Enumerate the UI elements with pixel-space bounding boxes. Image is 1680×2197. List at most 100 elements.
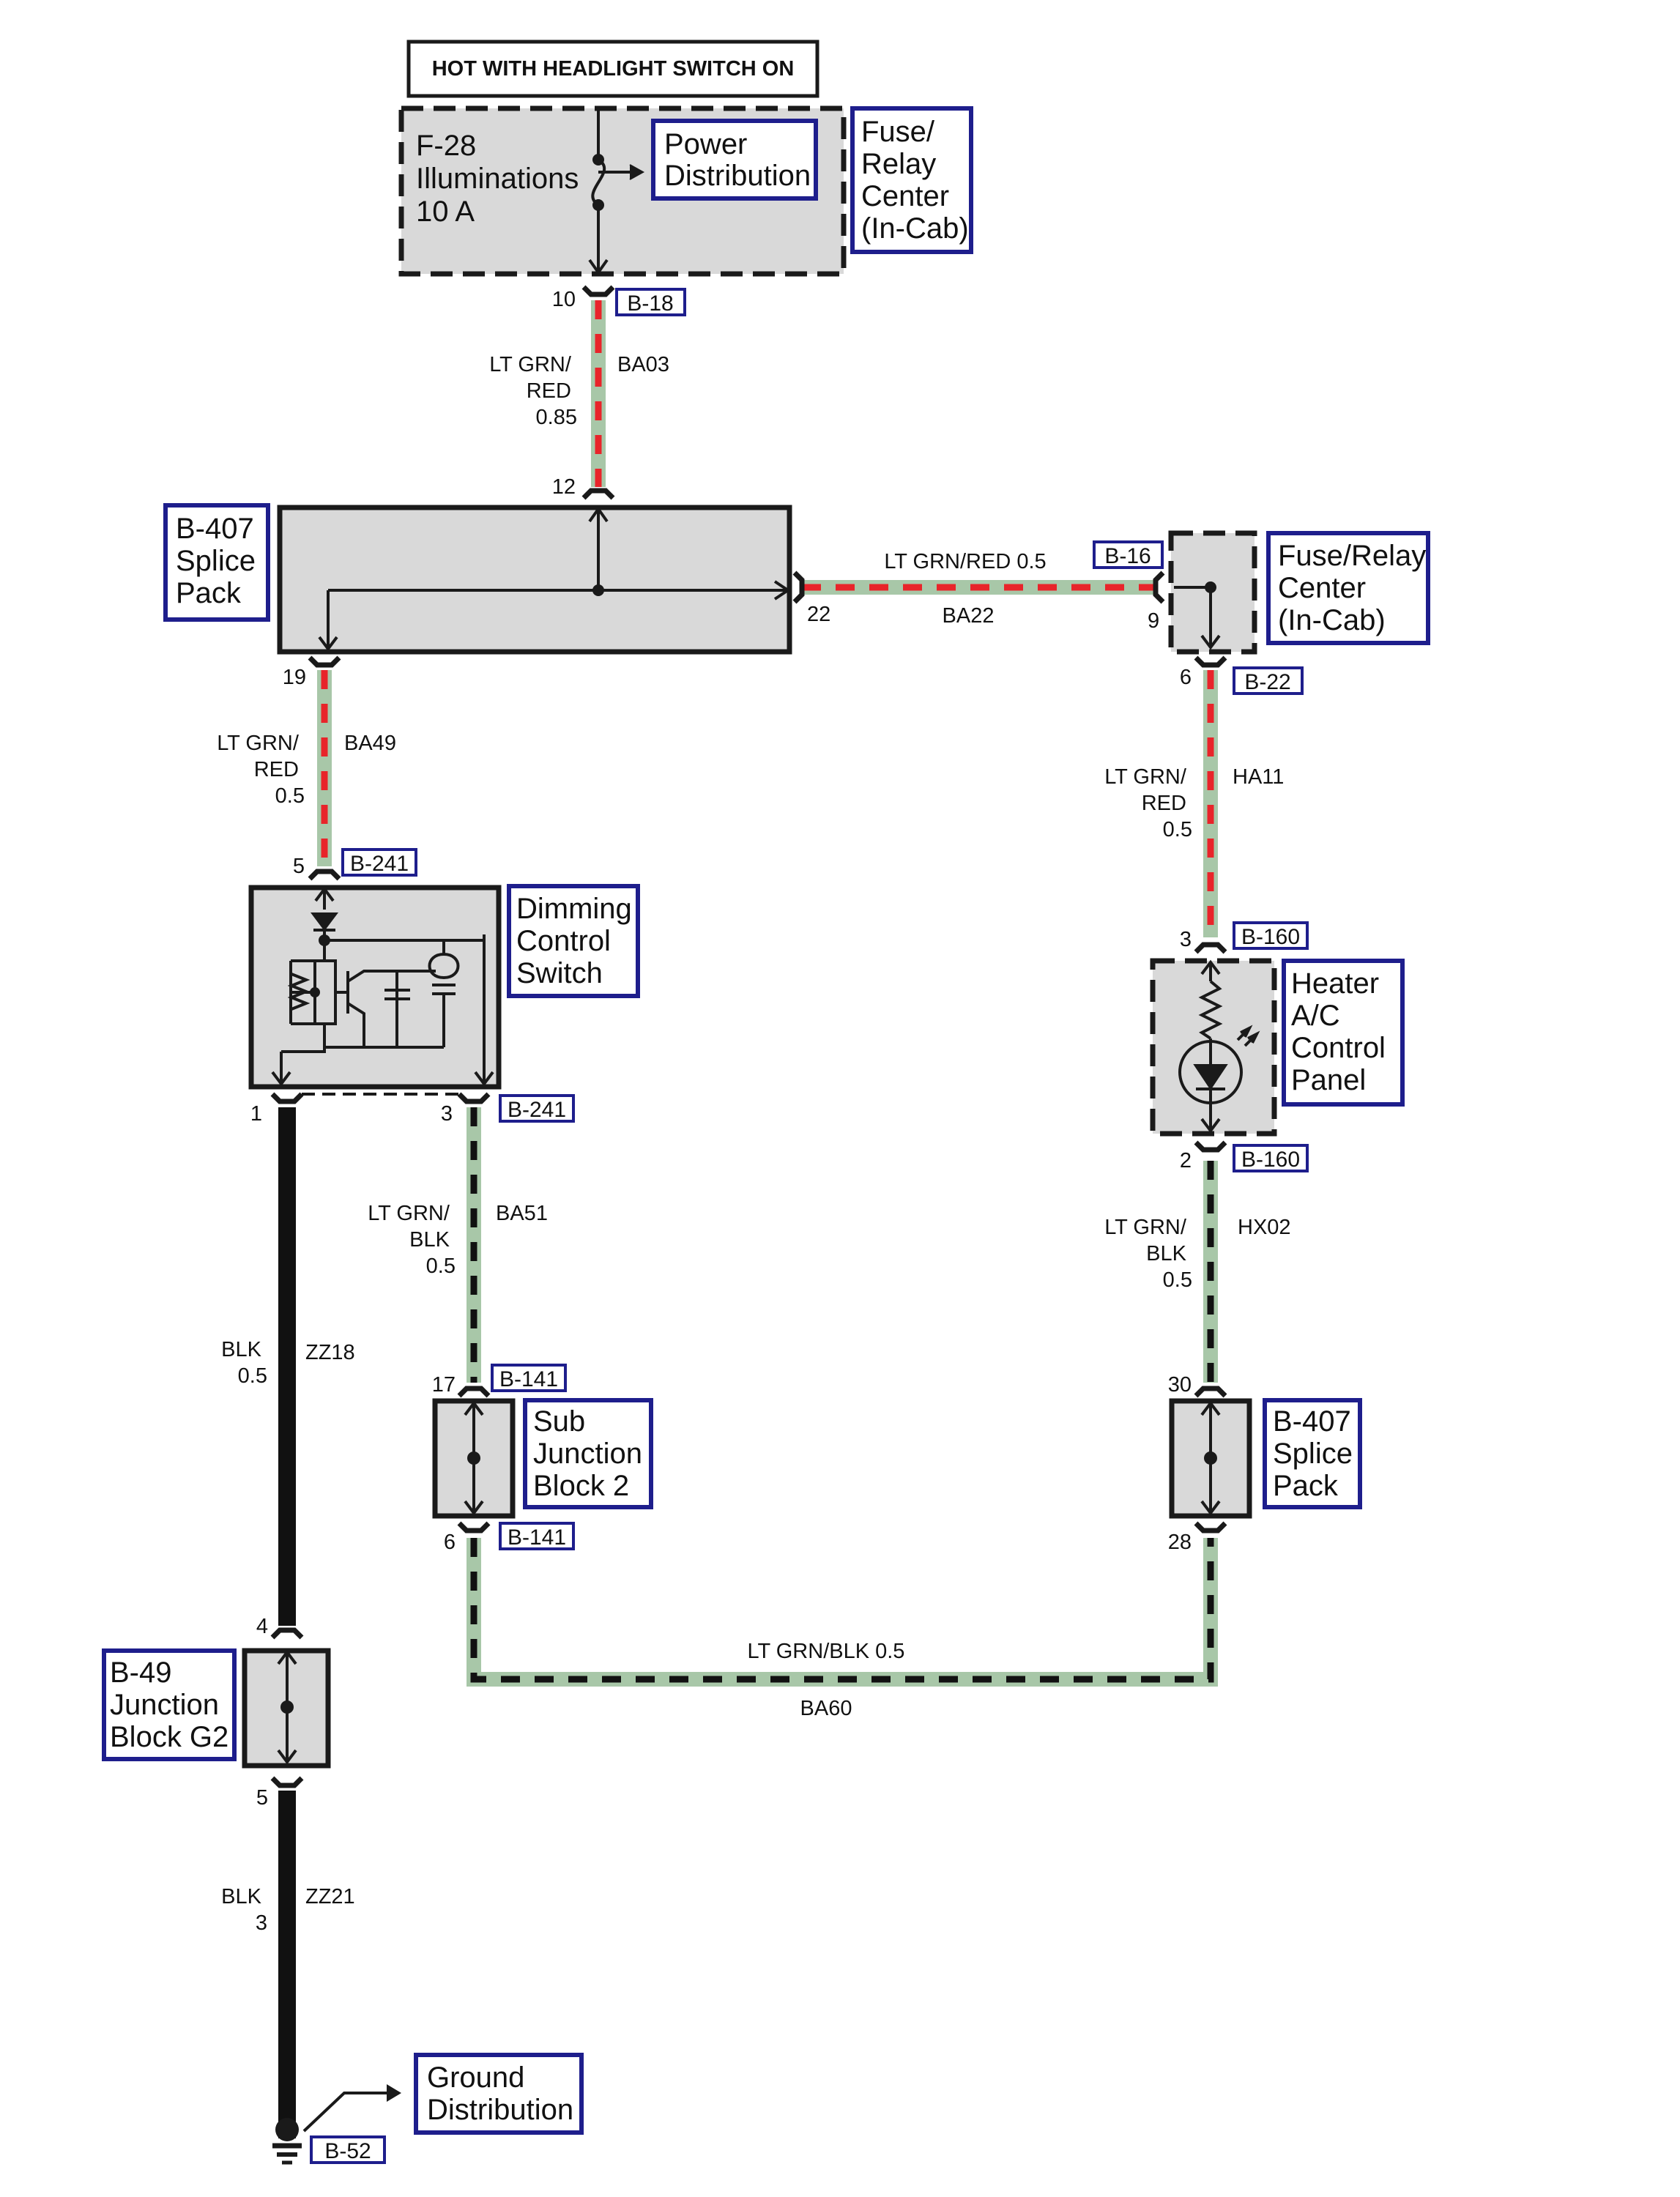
connector-b16-tag[interactable] — [1093, 540, 1164, 569]
header-box — [406, 40, 819, 98]
pin-17: 17 — [432, 1373, 456, 1397]
dimming-control-switch — [248, 885, 502, 1090]
splice-top-line-3: Pack — [176, 577, 242, 609]
connector-b160-tag-top[interactable] — [1233, 921, 1309, 950]
zz18-circuit: ZZ18 — [305, 1341, 355, 1364]
svg-text:F-28 Illuminations 10: F-28 Illuminations 10 A — [416, 130, 587, 228]
pin-28: 28 — [1168, 1531, 1192, 1554]
pin-9: 9 — [1148, 609, 1159, 633]
ba60-circuit: BA60 — [800, 1697, 852, 1720]
fuse-function: Illuminations — [416, 163, 579, 195]
pin-22: 22 — [807, 603, 830, 626]
ba49-gauge: 0.5 — [275, 784, 305, 808]
svg-text:LT GRN/ BLK 0.5: LT GRN/ BLK 0.5 — [368, 1202, 456, 1278]
heater-line-1: Heater — [1291, 967, 1379, 1000]
pin-6-b141: 6 — [444, 1531, 456, 1554]
heater-line-2: A/C — [1291, 1000, 1340, 1032]
heater-line-3: Control — [1291, 1032, 1386, 1064]
connector-splice-pin30 — [1194, 1386, 1227, 1398]
ba49-color-1: LT GRN/ — [217, 732, 300, 755]
svg-text:LT GRN/ BLK 0.5: LT GRN/ BLK 0.5 — [1104, 1216, 1192, 1292]
splice-top-line-1: B-407 — [176, 513, 254, 545]
ha11-color-1: LT GRN/ — [1104, 765, 1187, 789]
frc-top-line-4: (In-Cab) — [861, 212, 969, 245]
fuse-symbol-icon — [588, 110, 645, 275]
connector-b141-tag-bottom[interactable] — [499, 1522, 575, 1550]
ba51-color-1: LT GRN/ — [368, 1202, 450, 1225]
dimming-line-3: Switch — [516, 957, 603, 989]
frc-right-line-3: (In-Cab) — [1278, 604, 1386, 636]
hx02-color-1: LT GRN/ — [1104, 1216, 1187, 1239]
pin-30: 30 — [1168, 1373, 1192, 1397]
connector-b160-pin2 — [1194, 1140, 1227, 1153]
jbg2-label-box — [102, 1648, 237, 1761]
pin-19: 19 — [283, 666, 306, 689]
svg-text:Sub Junction Block 2: Sub Junction Block 2 — [533, 1405, 650, 1502]
ground-dist-line-1: Ground — [427, 2062, 524, 2094]
ba03-circuit: BA03 — [617, 353, 669, 376]
svg-text:LT GRN/ RED 0.5: LT GRN/ RED 0.5 — [217, 732, 305, 808]
svg-text:LT GRN/ RED 0.85: LT GRN/ RED 0.85 — [489, 353, 577, 429]
ha11-circuit: HA11 — [1233, 765, 1284, 789]
power-distribution-link[interactable] — [651, 119, 818, 201]
ground-icon — [272, 2118, 302, 2165]
zz18-gauge: 0.5 — [238, 1364, 267, 1388]
svg-text:B-407 Splice Pack: B-407 Splice Pack — [1273, 1405, 1361, 1502]
frc-right-label-box — [1266, 531, 1430, 645]
splice-bottom-line-1: B-407 — [1273, 1405, 1351, 1438]
connector-b141-label-top: B-141 — [499, 1367, 558, 1391]
connector-b18-tag[interactable] — [615, 288, 686, 316]
svg-text:B-407 Splice Pack: B-407 Splice Pack — [176, 513, 264, 609]
connector-splice-pin22 — [792, 570, 805, 604]
connector-b160-tag-bottom[interactable] — [1233, 1144, 1309, 1172]
pin-5-b241: 5 — [293, 855, 305, 878]
connector-jbg2-pin5 — [270, 1776, 304, 1788]
ba51-circuit: BA51 — [496, 1202, 548, 1225]
sjb2-label-box — [523, 1398, 653, 1509]
connector-b16-label: B-16 — [1104, 544, 1151, 568]
connector-b141-tag-top[interactable] — [491, 1364, 567, 1392]
connector-jbg2-pin4 — [270, 1627, 304, 1640]
splice-bottom-label-box — [1263, 1398, 1362, 1509]
heater-ac-control-panel — [1150, 958, 1277, 1137]
pin-3-b241: 3 — [441, 1102, 453, 1126]
sjb2-line-1: Sub — [533, 1405, 585, 1438]
connector-splice-pin12 — [581, 488, 615, 500]
svg-text:Dimming Control Switch: Dimming Control Switch — [516, 893, 640, 989]
frc-right-internal-icon — [1174, 581, 1221, 650]
jbg2-line-1: B-49 — [110, 1657, 172, 1689]
pin-2: 2 — [1180, 1149, 1192, 1172]
splice-pack-b407-top — [277, 505, 792, 655]
connector-b141-label-bottom: B-141 — [508, 1525, 566, 1550]
connector-b22-tag[interactable] — [1233, 666, 1304, 695]
connector-b241-tag-bottom[interactable] — [499, 1094, 575, 1123]
heater-line-4: Panel — [1291, 1064, 1366, 1096]
sjb2-line-2: Junction — [533, 1438, 642, 1470]
ba03-color-2: RED — [527, 379, 571, 403]
splice-top-label-box — [163, 503, 270, 622]
frc-top-line-3: Center — [861, 180, 949, 212]
power-dist-label-1: Power — [664, 128, 747, 160]
ha11-color-2: RED — [1142, 792, 1186, 815]
connector-b241-tag-top[interactable] — [341, 848, 417, 877]
zz21-circuit: ZZ21 — [305, 1885, 355, 1908]
connector-b160-label-bottom: B-160 — [1241, 1148, 1300, 1172]
heater-label-box — [1282, 959, 1405, 1107]
ground-distribution-link[interactable] — [414, 2053, 584, 2135]
pin-4: 4 — [256, 1615, 268, 1638]
ha11-gauge: 0.5 — [1163, 818, 1192, 841]
frc-top-label-box — [850, 106, 973, 254]
connector-b22-label: B-22 — [1244, 670, 1290, 694]
lamp-led-icon — [1178, 959, 1260, 1134]
ba49-color-2: RED — [254, 758, 299, 781]
connector-b52-tag[interactable] — [310, 2135, 386, 2164]
frc-top-line-1: Fuse/ — [861, 116, 935, 148]
svg-text:LT GRN/ RED 0.5: LT GRN/ RED 0.5 — [1104, 765, 1192, 841]
connector-b141-pin6 — [457, 1521, 491, 1534]
ba51-gauge: 0.5 — [426, 1254, 456, 1278]
splice-bottom-internal-arrows — [1200, 1400, 1221, 1516]
dimming-line-1: Dimming — [516, 893, 632, 925]
zz21-gauge: 3 — [256, 1911, 267, 1935]
frc-right-line-1: Fuse/Relay — [1278, 540, 1426, 572]
